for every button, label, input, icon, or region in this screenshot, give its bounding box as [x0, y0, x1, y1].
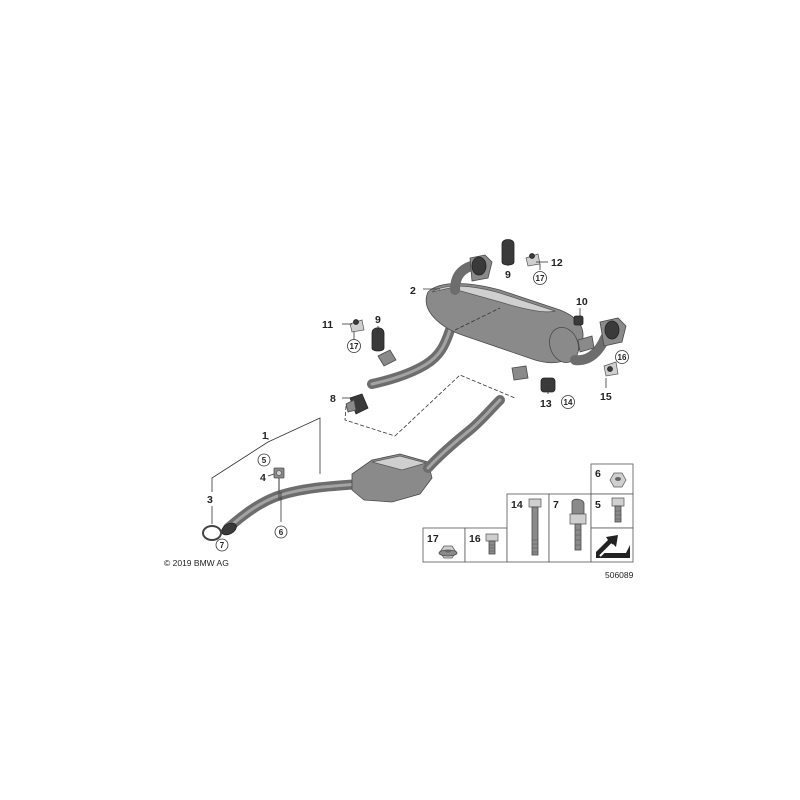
legend-label-5: 5: [595, 499, 601, 511]
clamp-ring: [202, 525, 222, 541]
bracket-15: [603, 361, 619, 377]
rubber-mount-9-left: [371, 327, 385, 352]
flange-nut-icon: [438, 545, 458, 559]
svg-text:6: 6: [279, 528, 284, 537]
direction-arrow-icon: [596, 535, 630, 558]
callout-17-circled-top: 17: [533, 271, 547, 285]
callout-5-circled: 5: [257, 453, 271, 467]
front-pipe-assembly: [221, 395, 505, 536]
bracket-11: [349, 319, 365, 333]
callout-9-left: 9: [375, 314, 381, 326]
clamp-clip-icon: [569, 498, 587, 551]
legend-label-6: 6: [595, 468, 601, 480]
callout-8: 8: [330, 393, 336, 405]
callout-2: 2: [410, 285, 416, 297]
rear-silencer: [367, 254, 627, 389]
rubber-mount-9-top: [501, 239, 515, 266]
callout-10: 10: [576, 296, 588, 308]
bracket-12: [525, 253, 541, 267]
svg-text:17: 17: [536, 274, 545, 283]
diagram-number: 506089: [605, 570, 634, 580]
bracket-with-nut: [273, 467, 285, 500]
callout-1: 1: [262, 430, 268, 442]
svg-text:16: 16: [618, 353, 627, 362]
parts-legend: 17 16 14 7: [422, 463, 634, 563]
callout-6-circled: 6: [274, 525, 288, 539]
svg-text:7: 7: [220, 541, 225, 550]
legend-label-16: 16: [469, 533, 481, 545]
svg-text:5: 5: [262, 456, 267, 465]
callout-16-circled: 16: [615, 350, 629, 364]
legend-label-7: 7: [553, 499, 559, 511]
callout-4: 4: [260, 472, 266, 484]
callout-7-circled: 7: [215, 538, 229, 552]
svg-text:17: 17: [350, 342, 359, 351]
callout-11: 11: [322, 319, 333, 331]
callout-17-circled-left: 17: [347, 339, 361, 353]
callout-9-top: 9: [505, 269, 511, 281]
callout-15: 15: [600, 391, 612, 403]
long-bolt-icon: [528, 498, 542, 556]
legend-label-17: 17: [427, 533, 439, 545]
copyright-text: © 2019 BMW AG: [164, 558, 229, 568]
hanger-bracket-8: [345, 393, 369, 415]
legend-label-14: 14: [511, 499, 523, 511]
callout-3: 3: [207, 494, 213, 506]
short-bolt-icon: [485, 533, 499, 555]
rubber-mount-10: [573, 315, 584, 326]
callout-12: 12: [551, 257, 563, 269]
callout-13: 13: [540, 398, 552, 410]
hex-nut-icon: [609, 472, 627, 488]
callout-14-circled: 14: [561, 395, 575, 409]
svg-text:14: 14: [564, 398, 573, 407]
hex-bolt-icon: [611, 497, 625, 523]
